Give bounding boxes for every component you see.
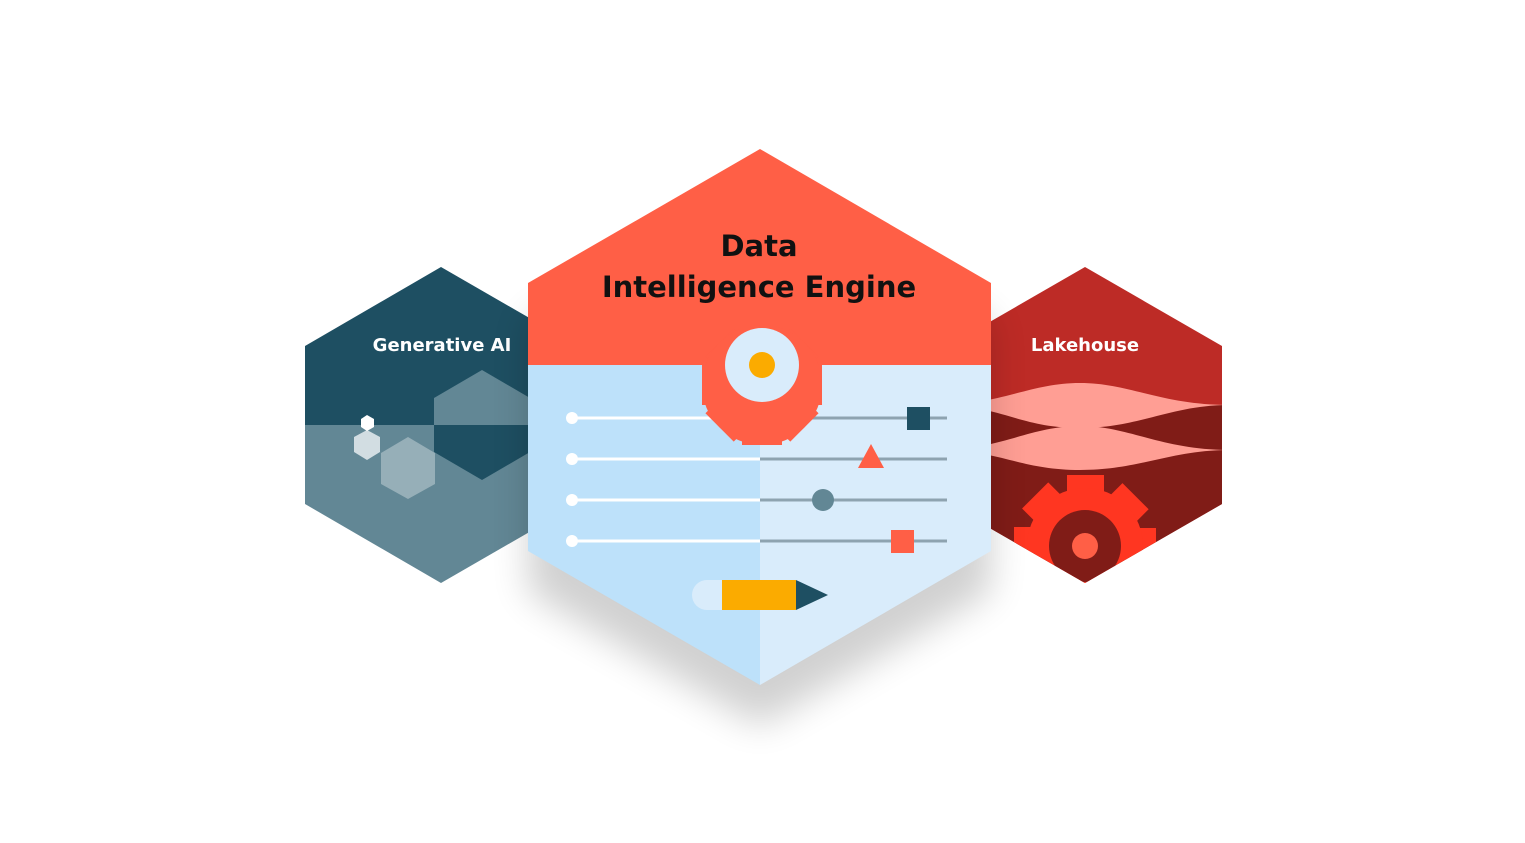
lower-wave-light [948, 426, 1222, 470]
generative-ai-label: Generative AI [373, 335, 512, 356]
tiny-hexagon-shape [361, 415, 374, 431]
slider-row [566, 530, 947, 553]
slider-square-marker [891, 530, 914, 553]
slider-square-marker [907, 407, 930, 430]
gear-center-dot [749, 352, 775, 378]
slider-start-dot [566, 494, 578, 506]
slider-start-dot [566, 535, 578, 547]
slider-start-dot [566, 453, 578, 465]
engine-title-line2: Intelligence Engine [602, 270, 916, 304]
slider-triangle-marker [858, 444, 884, 468]
pencil-icon [692, 580, 828, 610]
lakehouse-label: Lakehouse [1031, 335, 1139, 356]
slider-circle-marker [812, 489, 834, 511]
small-hexagon-shape [354, 430, 380, 460]
large-hexagon-shape [434, 370, 530, 425]
slider-start-dot [566, 412, 578, 424]
large-hexagon-lower-shape [434, 425, 530, 480]
slider-row [566, 489, 947, 511]
engine-gear-icon [702, 325, 822, 445]
medium-hexagon-shape [381, 437, 435, 499]
slider-row [566, 444, 947, 468]
engine-title-line1: Data [720, 229, 797, 263]
